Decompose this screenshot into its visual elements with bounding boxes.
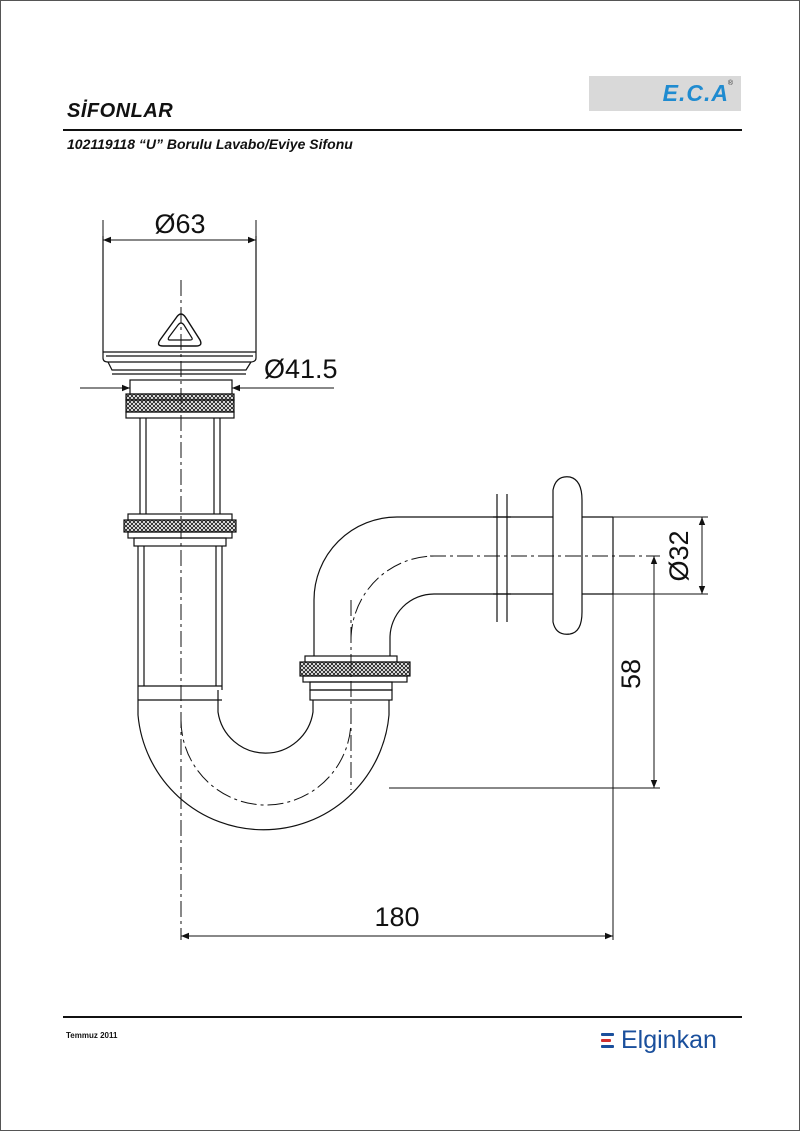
footer-rule xyxy=(63,1016,742,1018)
dim-neck-diameter: Ø41.5 xyxy=(264,354,338,384)
dimension-lines xyxy=(80,220,708,940)
tailpiece-pipe xyxy=(123,418,237,690)
page-title: SİFONLAR xyxy=(67,100,174,122)
publication-date: Temmuz 2011 xyxy=(66,1031,118,1040)
elginkan-logo-text: Elginkan xyxy=(621,1025,717,1054)
eca-logo-text: E.C.A xyxy=(662,80,729,106)
dim-outlet-diameter: Ø32 xyxy=(664,530,694,581)
dim-width: 180 xyxy=(374,902,419,932)
product-subtitle: 102119118 “U” Borulu Lavabo/Eviye Sifonu xyxy=(67,136,353,152)
header-rule xyxy=(63,129,742,131)
centerlines xyxy=(180,280,660,940)
elginkan-logo: Elginkan xyxy=(601,1024,717,1056)
sink-strainer xyxy=(102,236,257,419)
outlet-bend xyxy=(313,476,614,656)
dim-height: 58 xyxy=(616,659,646,689)
u-bend xyxy=(137,655,411,831)
eca-logo: E.C.A ® xyxy=(589,76,741,111)
elginkan-mark-icon xyxy=(601,1032,615,1048)
dim-top-diameter: Ø63 xyxy=(154,209,205,239)
registered-mark: ® xyxy=(727,80,733,87)
